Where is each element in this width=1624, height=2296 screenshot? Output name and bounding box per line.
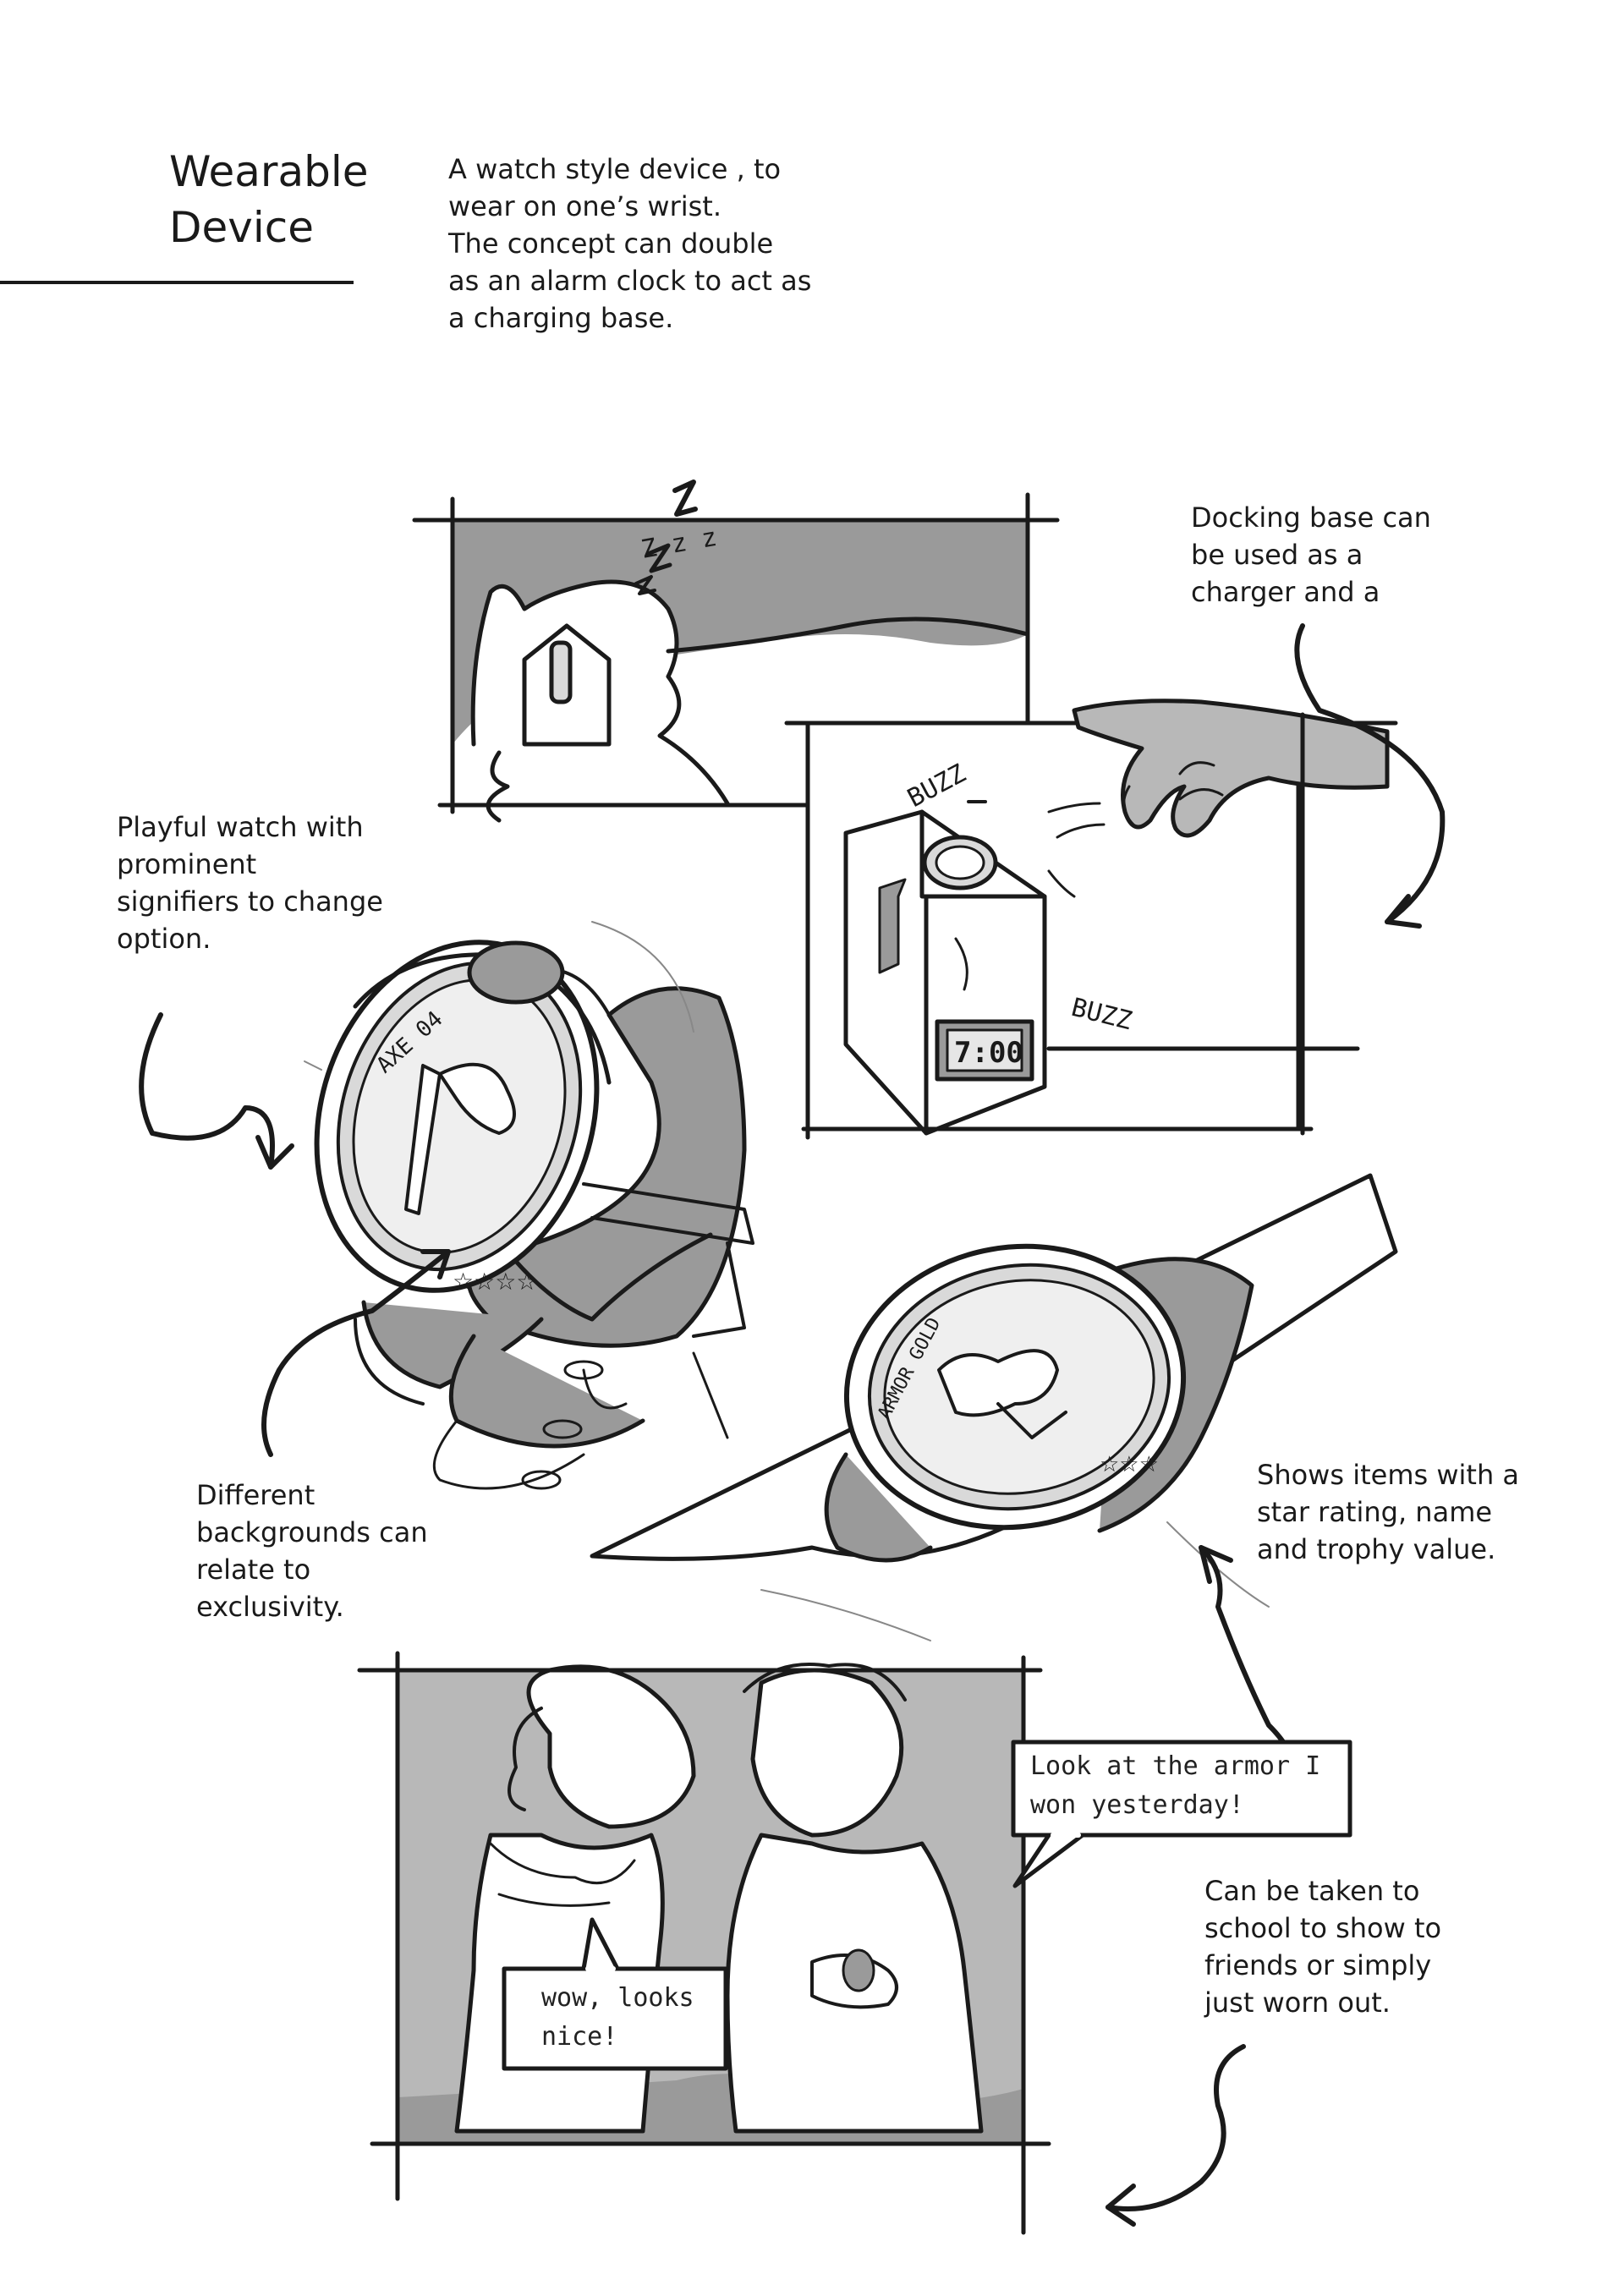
- annotation-line: Playful watch with: [117, 811, 364, 843]
- watch-axe: ☆☆☆☆: [139, 921, 754, 1490]
- svg-text:☆☆☆: ☆☆☆: [1100, 1452, 1159, 1477]
- annotation-line: Docking base can: [1191, 501, 1431, 534]
- title-line-1: Wearable: [169, 147, 369, 196]
- annotation-line: signifiers to change: [117, 885, 383, 918]
- clock-time: 7:00: [954, 1036, 1023, 1070]
- annotation-line: prominent: [117, 848, 257, 880]
- annotation-line: backgrounds can: [196, 1516, 428, 1548]
- annotation-line: star rating, name: [1257, 1496, 1493, 1528]
- annotation-star-rating: Shows items with a star rating, name and…: [1257, 1456, 1519, 1568]
- annotation-docking: Docking base can be used as a charger an…: [1191, 499, 1431, 611]
- annotation-line: exclusivity.: [196, 1591, 344, 1623]
- bubble-line: Look at the armor I: [1030, 1751, 1321, 1781]
- title-underline: [0, 281, 354, 284]
- watch-armor-gold: ☆☆☆: [590, 1173, 1398, 1778]
- speech-bubble-girl: wow, looks nice!: [541, 1979, 694, 2057]
- annotation-line: be used as a: [1191, 539, 1363, 571]
- intro-line: wear on one’s wrist.: [448, 190, 721, 222]
- intro-line: The concept can double: [448, 227, 774, 260]
- annotation-backgrounds: Different backgrounds can relate to excl…: [196, 1477, 428, 1625]
- intro-line: A watch style device , to: [448, 153, 782, 185]
- bubble-line: wow, looks: [541, 1983, 694, 2013]
- annotation-line: charger and a: [1191, 576, 1380, 608]
- intro-line: a charging base.: [448, 302, 674, 334]
- panel-docking-base: [784, 623, 1446, 1140]
- annotation-line: just worn out.: [1204, 1986, 1391, 2019]
- annotation-line: relate to: [196, 1553, 311, 1586]
- panel-kids: [357, 1651, 1352, 2235]
- intro-line: as an alarm clock to act as: [448, 265, 812, 297]
- intro-text: A watch style device , to wear on one’s …: [448, 151, 811, 337]
- speech-bubble-boy: Look at the armor I won yesterday!: [1030, 1747, 1320, 1825]
- page-title: Wearable Device: [169, 144, 369, 255]
- bubble-line: won yesterday!: [1030, 1790, 1244, 1820]
- annotation-playful: Playful watch with prominent signifiers …: [117, 808, 383, 957]
- title-line-2: Device: [169, 203, 314, 252]
- bubble-line: nice!: [541, 2022, 618, 2052]
- annotation-line: friends or simply: [1204, 1949, 1432, 1981]
- annotation-line: Different: [196, 1479, 315, 1511]
- annotation-line: and trophy value.: [1257, 1533, 1496, 1565]
- annotation-line: Can be taken to: [1204, 1875, 1420, 1907]
- annotation-line: school to show to: [1204, 1912, 1442, 1944]
- svg-text:☆☆☆☆: ☆☆☆☆: [453, 1268, 537, 1296]
- annotation-school: Can be taken to school to show to friend…: [1204, 1872, 1441, 2021]
- annotation-line: option.: [117, 923, 211, 955]
- annotation-line: Shows items with a: [1257, 1459, 1519, 1491]
